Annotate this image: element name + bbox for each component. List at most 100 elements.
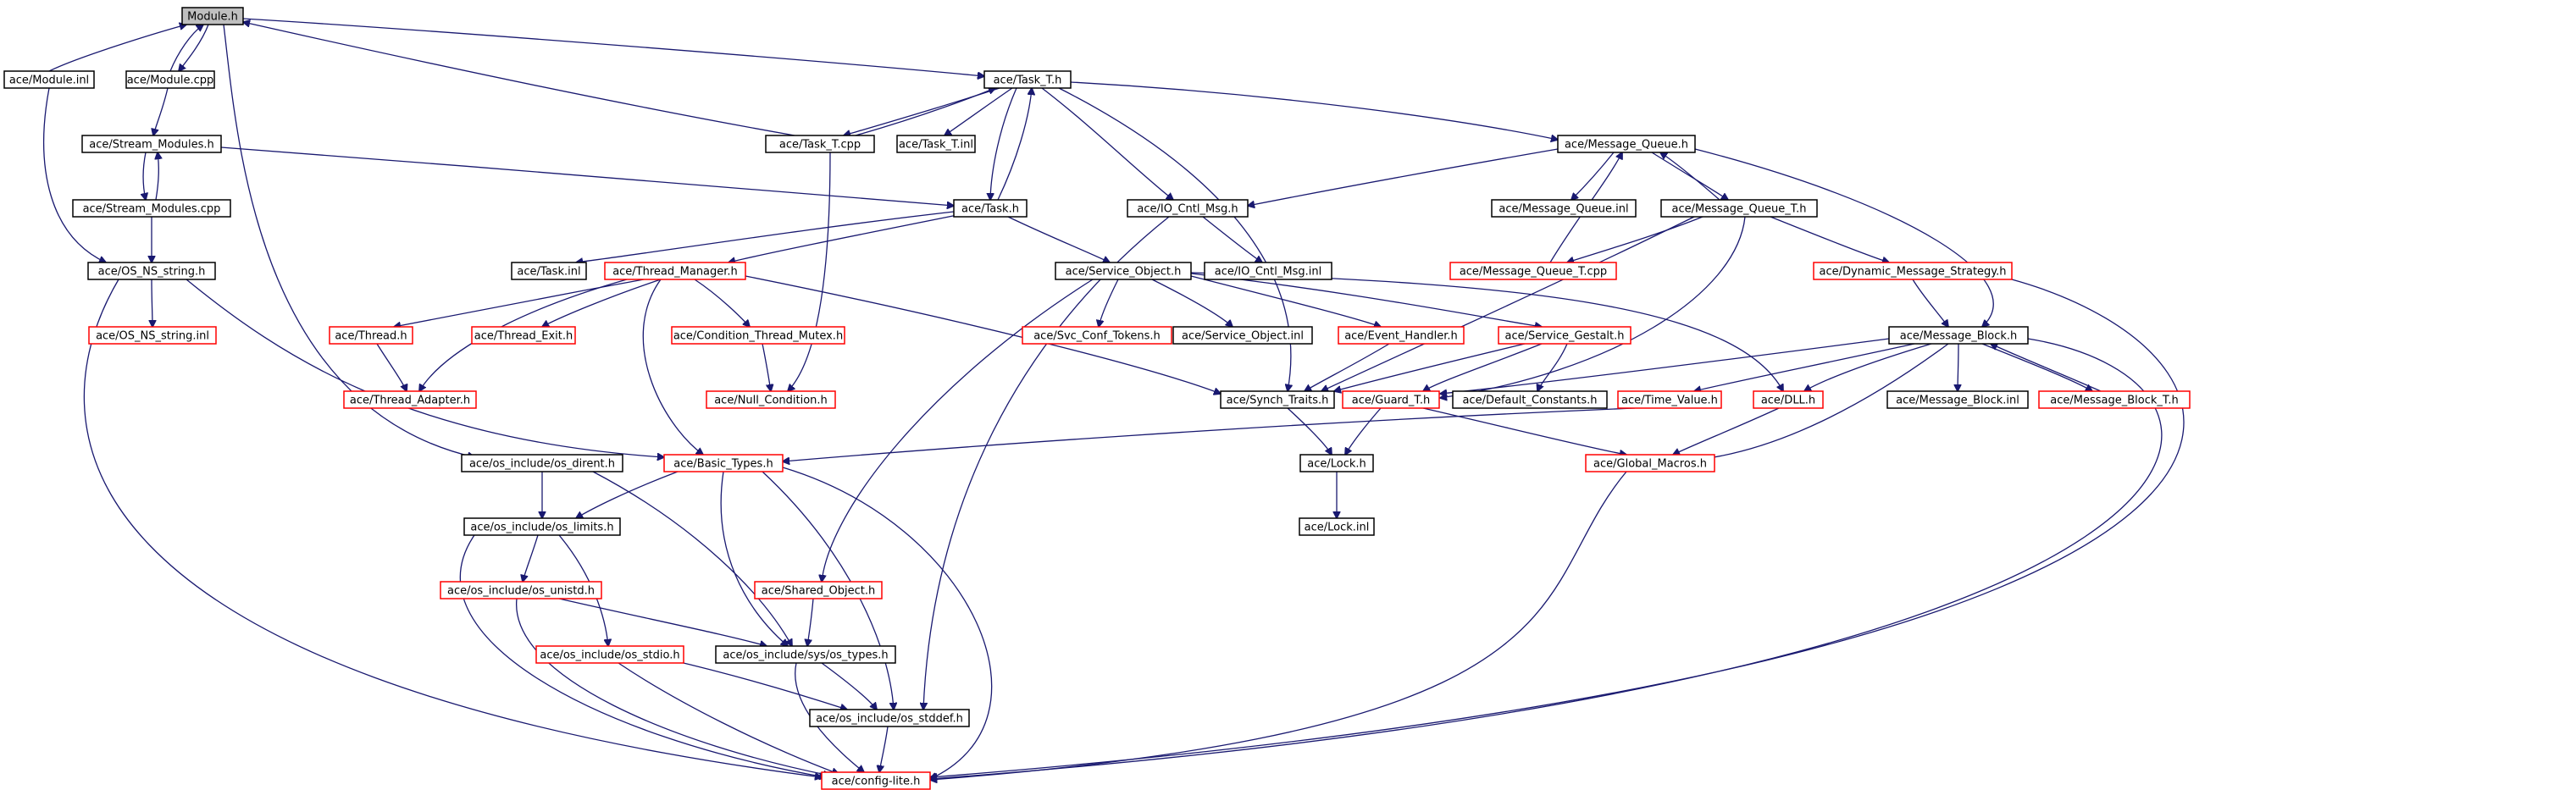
node-box[interactable] <box>329 326 413 345</box>
node-box[interactable] <box>1022 326 1172 345</box>
node-box[interactable] <box>1299 517 1375 536</box>
node-box[interactable] <box>181 7 244 25</box>
node-box[interactable] <box>604 262 746 280</box>
node-dll-h[interactable]: ace/DLL.h <box>1753 390 1824 409</box>
node-box[interactable] <box>87 262 216 280</box>
node-message-block-t-h[interactable]: ace/Message_Block_T.h <box>2038 390 2191 409</box>
node-module-cpp[interactable]: ace/Module.cpp <box>125 70 215 89</box>
node-box[interactable] <box>1342 390 1440 409</box>
node-global-macros-h[interactable]: ace/Global_Macros.h <box>1585 454 1715 472</box>
node-message-queue-t-h[interactable]: ace/Message_Queue_T.h <box>1660 199 1818 218</box>
node-box[interactable] <box>1617 390 1722 409</box>
node-task-t-cpp[interactable]: ace/Task_T.cpp <box>765 135 875 153</box>
node-box[interactable] <box>125 70 215 89</box>
node-service-gestalt-h[interactable]: ace/Service_Gestalt.h <box>1498 326 1631 345</box>
node-box[interactable] <box>1813 262 2013 280</box>
node-box[interactable] <box>983 70 1072 89</box>
node-thread-adapter-h[interactable]: ace/Thread_Adapter.h <box>343 390 477 409</box>
node-os-ns-string-h[interactable]: ace/OS_NS_string.h <box>87 262 216 280</box>
node-box[interactable] <box>1888 326 2029 345</box>
node-os-dirent-h[interactable]: ace/os_include/os_dirent.h <box>461 454 623 472</box>
node-box[interactable] <box>88 326 217 345</box>
node-null-condition-h[interactable]: ace/Null_Condition.h <box>706 390 836 409</box>
node-box[interactable] <box>809 709 970 727</box>
node-box[interactable] <box>953 199 1028 218</box>
node-box[interactable] <box>343 390 477 409</box>
node-shared-object-h[interactable]: ace/Shared_Object.h <box>754 581 883 599</box>
node-box[interactable] <box>461 454 623 472</box>
node-box[interactable] <box>1220 390 1335 409</box>
node-io-cntl-msg-h[interactable]: ace/IO_Cntl_Msg.h <box>1127 199 1249 218</box>
node-box[interactable] <box>1338 326 1465 345</box>
node-message-block-inl[interactable]: ace/Message_Block.inl <box>1886 390 2029 409</box>
node-module-inl[interactable]: ace/Module.inl <box>3 70 95 89</box>
node-thread-h[interactable]: ace/Thread.h <box>329 326 413 345</box>
node-synch-traits-h[interactable]: ace/Synch_Traits.h <box>1220 390 1335 409</box>
node-box[interactable] <box>1172 326 1313 345</box>
node-module-h[interactable]: Module.h <box>181 7 244 25</box>
node-message-queue-t-cpp[interactable]: ace/Message_Queue_T.cpp <box>1449 262 1617 280</box>
node-os-stdio-h[interactable]: ace/os_include/os_stdio.h <box>535 645 684 664</box>
node-box[interactable] <box>1204 262 1332 280</box>
node-event-handler-h[interactable]: ace/Event_Handler.h <box>1338 326 1465 345</box>
node-box[interactable] <box>440 581 602 599</box>
node-condition-thread-mutex-h[interactable]: ace/Condition_Thread_Mutex.h <box>671 326 845 345</box>
node-stream-modules-cpp[interactable]: ace/Stream_Modules.cpp <box>72 199 231 218</box>
node-os-limits-h[interactable]: ace/os_include/os_limits.h <box>463 517 621 536</box>
node-box[interactable] <box>671 326 845 345</box>
node-box[interactable] <box>511 262 587 280</box>
node-box[interactable] <box>663 454 784 472</box>
node-box[interactable] <box>1452 390 1608 409</box>
node-box[interactable] <box>535 645 684 664</box>
node-box[interactable] <box>81 135 222 153</box>
node-box[interactable] <box>1886 390 2029 409</box>
node-sys-os-types-h[interactable]: ace/os_include/sys/os_types.h <box>715 645 896 664</box>
node-box[interactable] <box>1127 199 1249 218</box>
node-dynamic-message-strategy-h[interactable]: ace/Dynamic_Message_Strategy.h <box>1813 262 2013 280</box>
node-box[interactable] <box>1491 199 1637 218</box>
node-os-stddef-h[interactable]: ace/os_include/os_stddef.h <box>809 709 970 727</box>
node-box[interactable] <box>1055 262 1192 280</box>
node-lock-h[interactable]: ace/Lock.h <box>1299 454 1374 472</box>
node-box[interactable] <box>715 645 896 664</box>
node-box[interactable] <box>2038 390 2191 409</box>
node-box[interactable] <box>1299 454 1374 472</box>
node-box[interactable] <box>706 390 836 409</box>
node-time-value-h[interactable]: ace/Time_Value.h <box>1617 390 1722 409</box>
node-guard-t-h[interactable]: ace/Guard_T.h <box>1342 390 1440 409</box>
node-service-object-inl[interactable]: ace/Service_Object.inl <box>1172 326 1313 345</box>
node-svc-conf-tokens-h[interactable]: ace/Svc_Conf_Tokens.h <box>1022 326 1172 345</box>
node-thread-exit-h[interactable]: ace/Thread_Exit.h <box>471 326 576 345</box>
node-box[interactable] <box>1753 390 1824 409</box>
node-box[interactable] <box>72 199 231 218</box>
node-box[interactable] <box>1449 262 1617 280</box>
node-box[interactable] <box>754 581 883 599</box>
node-basic-types-h[interactable]: ace/Basic_Types.h <box>663 454 784 472</box>
node-config-lite-h[interactable]: ace/config-lite.h <box>821 771 931 790</box>
node-box[interactable] <box>765 135 875 153</box>
node-lock-inl[interactable]: ace/Lock.inl <box>1299 517 1375 536</box>
node-box[interactable] <box>3 70 95 89</box>
node-task-h[interactable]: ace/Task.h <box>953 199 1028 218</box>
node-box[interactable] <box>471 326 576 345</box>
node-stream-modules-h[interactable]: ace/Stream_Modules.h <box>81 135 222 153</box>
node-io-cntl-msg-inl[interactable]: ace/IO_Cntl_Msg.inl <box>1204 262 1332 280</box>
node-task-t-h[interactable]: ace/Task_T.h <box>983 70 1072 89</box>
node-box[interactable] <box>1498 326 1631 345</box>
node-box[interactable] <box>1585 454 1715 472</box>
node-thread-manager-h[interactable]: ace/Thread_Manager.h <box>604 262 746 280</box>
node-task-t-inl[interactable]: ace/Task_T.inl <box>896 135 976 153</box>
node-box[interactable] <box>463 517 621 536</box>
node-os-unistd-h[interactable]: ace/os_include/os_unistd.h <box>440 581 602 599</box>
node-message-queue-inl[interactable]: ace/Message_Queue.inl <box>1491 199 1637 218</box>
node-message-block-h[interactable]: ace/Message_Block.h <box>1888 326 2029 345</box>
node-box[interactable] <box>821 771 931 790</box>
node-default-constants-h[interactable]: ace/Default_Constants.h <box>1452 390 1608 409</box>
node-box[interactable] <box>1557 135 1696 153</box>
node-os-ns-string-inl[interactable]: ace/OS_NS_string.inl <box>88 326 217 345</box>
node-service-object-h[interactable]: ace/Service_Object.h <box>1055 262 1192 280</box>
node-box[interactable] <box>896 135 976 153</box>
node-box[interactable] <box>1660 199 1818 218</box>
node-message-queue-h[interactable]: ace/Message_Queue.h <box>1557 135 1696 153</box>
node-task-inl[interactable]: ace/Task.inl <box>511 262 587 280</box>
